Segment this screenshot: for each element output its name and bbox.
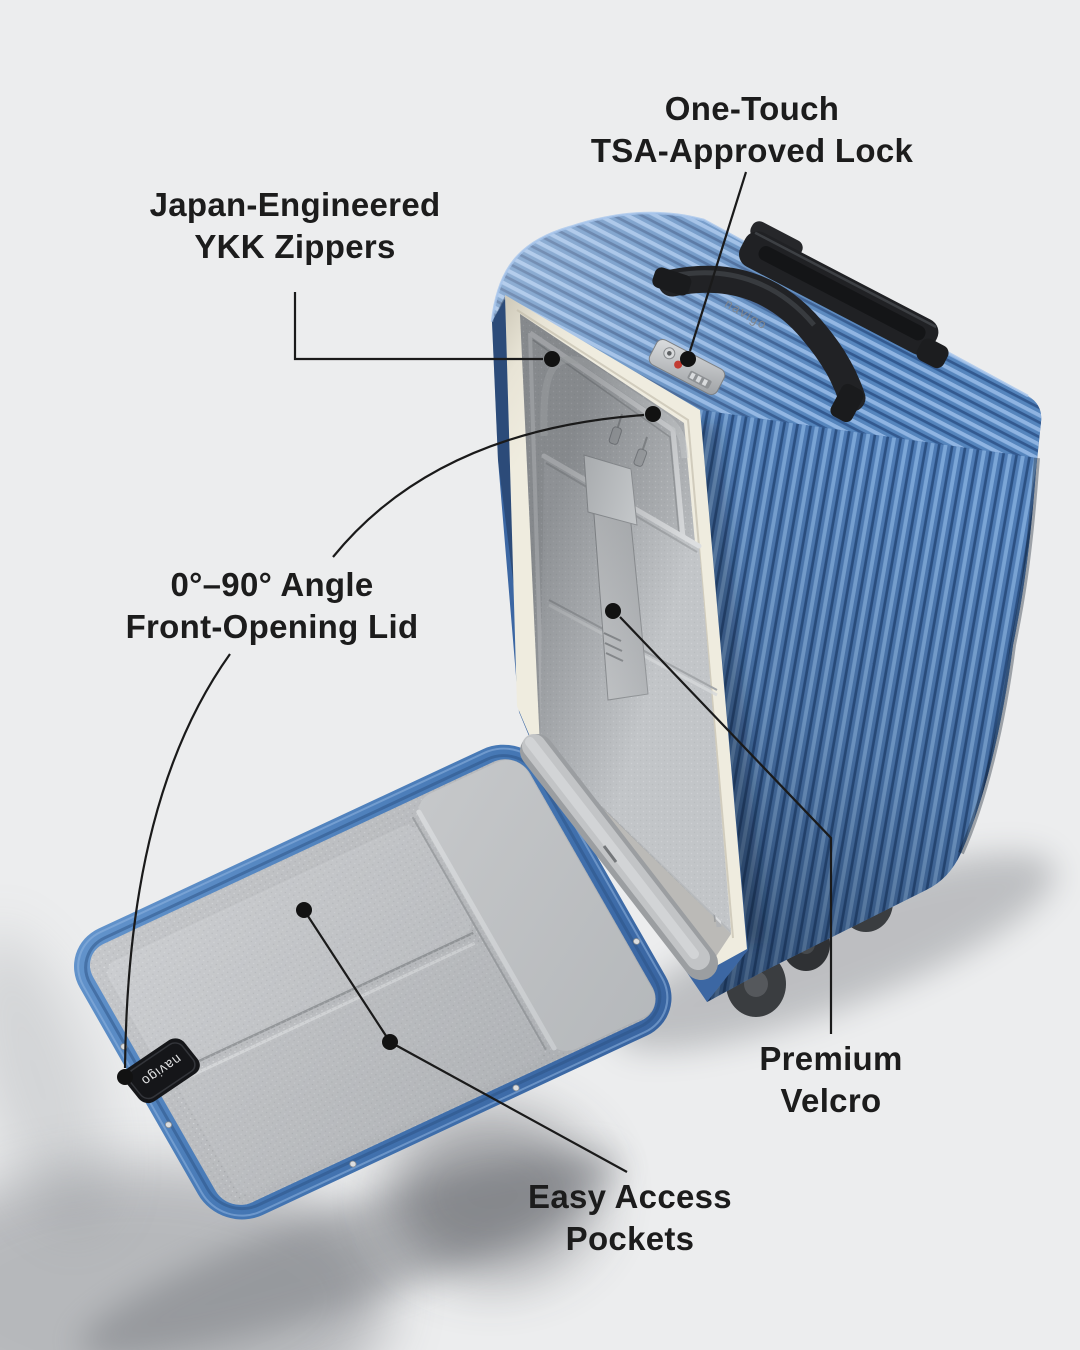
brand-tag-edge	[127, 1042, 196, 1100]
carry-handle-body	[658, 265, 866, 412]
opening-trim-line	[516, 309, 734, 939]
leader-premium-velcro	[619, 616, 833, 1034]
shadow-under-case	[614, 853, 1056, 1051]
leader-front-lid-lower	[123, 653, 231, 1069]
lock-dial-3	[701, 378, 709, 387]
cast-shadows	[0, 853, 1056, 1350]
telescope-highlight	[754, 231, 937, 329]
shell-side-shading	[700, 410, 1037, 1002]
dot-tsa-lock	[680, 351, 696, 367]
callout-label-tsa-lock: One-Touch TSA-Approved Lock	[590, 90, 914, 170]
dot-pocket-upper	[296, 902, 312, 918]
shell-right-edge-shadow	[958, 457, 1040, 855]
dot-front-lid-zipper	[645, 406, 661, 422]
leader-ykk-zippers	[293, 292, 543, 361]
shell-top-sheen	[492, 212, 1042, 458]
telescope-slot	[758, 246, 926, 341]
lock-dial-2	[695, 375, 702, 383]
suitcase-body: navigo	[490, 211, 1042, 1002]
callout-label-ykk-zippers: Japan-Engineered YKK Zippers	[149, 186, 441, 266]
callout-label-front-lid: 0°–90° Angle Front-Opening Lid	[125, 566, 419, 646]
hinge-roll	[520, 734, 718, 980]
shadow-lid-corner	[387, 1110, 597, 1280]
callout-label-premium-velcro: Premium Velcro	[759, 1040, 903, 1120]
dot-premium-velcro	[605, 603, 621, 619]
dot-ykk-zippers	[544, 351, 560, 367]
shadow-lid-left	[0, 931, 109, 1229]
lock-red-button	[674, 360, 683, 369]
opening-edge-shadow	[693, 422, 765, 946]
lock-keyhole-center	[667, 350, 672, 356]
telescope-step	[916, 338, 949, 369]
carry-handle-mount-right	[830, 383, 864, 423]
lid-shading	[89, 759, 656, 1205]
callout-dots	[117, 351, 696, 1085]
carry-handle-highlight	[671, 270, 816, 327]
lock-dial-1	[689, 372, 696, 380]
leader-front-lid-upper	[332, 413, 645, 558]
brand-tag-body	[123, 1038, 200, 1104]
dot-pocket-lower	[382, 1034, 398, 1050]
carry-handle-mount-left	[652, 267, 692, 296]
callout-label-easy-pockets: Easy Access Pockets	[528, 1178, 732, 1258]
shell-top-edge-highlight	[490, 211, 1029, 398]
leader-tsa-lock	[688, 171, 748, 352]
dot-front-lid-edge	[117, 1069, 133, 1085]
suitcase-lid: navigo	[74, 744, 672, 1220]
callout-lines	[123, 171, 833, 1173]
lid-brand-tag: navigo	[123, 1038, 200, 1104]
telescope-handle	[739, 221, 949, 369]
